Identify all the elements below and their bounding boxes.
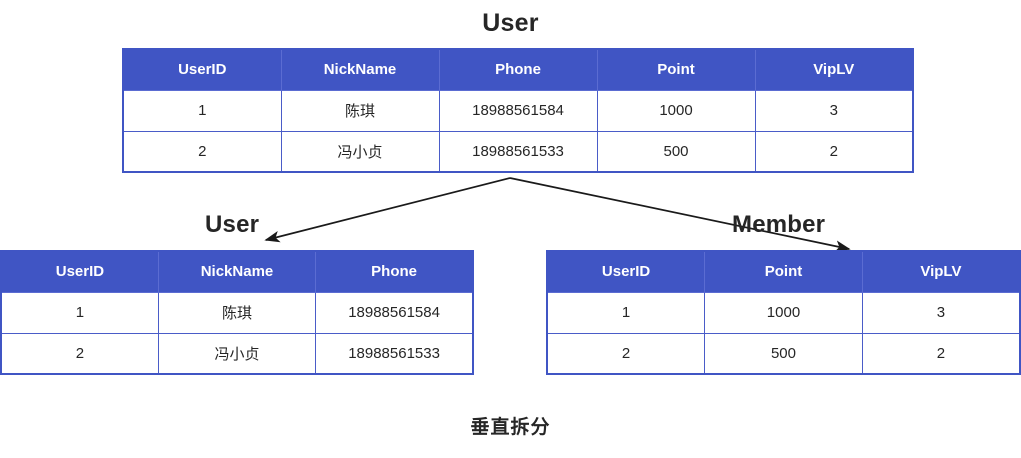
table-cell: 陈琪: [280, 89, 440, 132]
column-header: Point: [596, 48, 756, 91]
column-header: UserID: [546, 250, 706, 293]
table-cell: 冯小贞: [280, 130, 440, 173]
table-cell: 2: [861, 332, 1021, 375]
table-row: 2 500 2: [546, 332, 1021, 375]
table-cell: 18988561584: [315, 291, 474, 334]
table-cell: 2: [122, 130, 282, 173]
table-user-split: UserID NickName Phone 1 陈琪 18988561584 2…: [0, 250, 474, 375]
split-table-member-title: Member: [732, 211, 826, 238]
table-row: 2 冯小贞 18988561533: [0, 332, 474, 375]
arrow-to-user-split: [264, 177, 511, 243]
table-row: 1 陈琪 18988561584: [0, 291, 474, 334]
column-header: VipLV: [861, 250, 1021, 293]
table-cell: 1: [0, 291, 159, 334]
table-cell: 18988561533: [315, 332, 474, 375]
column-header: UserID: [122, 48, 282, 91]
table-cell: 2: [0, 332, 159, 375]
column-header: VipLV: [754, 48, 914, 91]
table-cell: 陈琪: [157, 291, 317, 334]
column-header: UserID: [0, 250, 159, 293]
table-cell: 3: [754, 89, 914, 132]
diagram-caption: 垂直拆分: [470, 417, 551, 438]
table-cell: 1: [546, 291, 706, 334]
column-header: Phone: [438, 48, 598, 91]
table-cell: 1000: [596, 89, 756, 132]
table-cell: 2: [546, 332, 706, 375]
table-cell: 500: [596, 130, 756, 173]
table-member-split: UserID Point VipLV 1 1000 3 2 500 2: [546, 250, 1021, 375]
table-cell: 3: [861, 291, 1021, 334]
column-header: Phone: [315, 250, 474, 293]
table-row: 2 冯小贞 18988561533 500 2: [122, 130, 914, 173]
table-user-full: UserID NickName Phone Point VipLV 1 陈琪 1…: [122, 48, 914, 173]
table-cell: 2: [754, 130, 914, 173]
table-cell: 冯小贞: [157, 332, 317, 375]
source-table-title: User: [482, 9, 539, 37]
table-header-row: UserID NickName Phone: [0, 250, 474, 293]
column-header: NickName: [280, 48, 440, 91]
table-header-row: UserID Point VipLV: [546, 250, 1021, 293]
table-row: 1 陈琪 18988561584 1000 3: [122, 89, 914, 132]
table-cell: 18988561533: [438, 130, 598, 173]
column-header: Point: [704, 250, 863, 293]
table-cell: 1: [122, 89, 282, 132]
split-table-user-title: User: [205, 211, 260, 238]
table-header-row: UserID NickName Phone Point VipLV: [122, 48, 914, 91]
table-cell: 500: [704, 332, 863, 375]
table-cell: 18988561584: [438, 89, 598, 132]
table-cell: 1000: [704, 291, 863, 334]
table-row: 1 1000 3: [546, 291, 1021, 334]
column-header: NickName: [157, 250, 317, 293]
